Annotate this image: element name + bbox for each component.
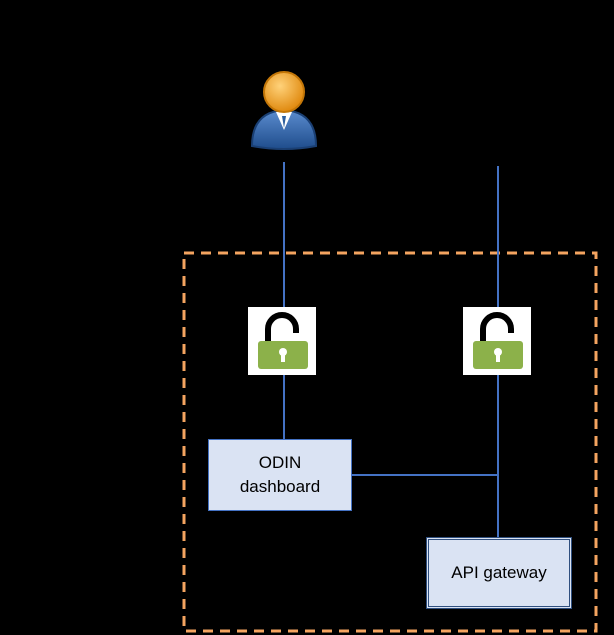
trust-boundary — [182, 251, 598, 633]
api-gateway-node: API gateway — [426, 537, 572, 609]
odin-dashboard-node: ODIN dashboard — [208, 439, 352, 511]
odin-dashboard-label-line1: ODIN — [258, 453, 302, 472]
unlocked-padlock-icon — [463, 307, 531, 375]
unlocked-padlock-icon — [248, 307, 316, 375]
api-gateway-label: API gateway — [451, 563, 547, 582]
user-icon — [250, 71, 318, 150]
odin-dashboard-label-line2: dashboard — [239, 477, 321, 496]
